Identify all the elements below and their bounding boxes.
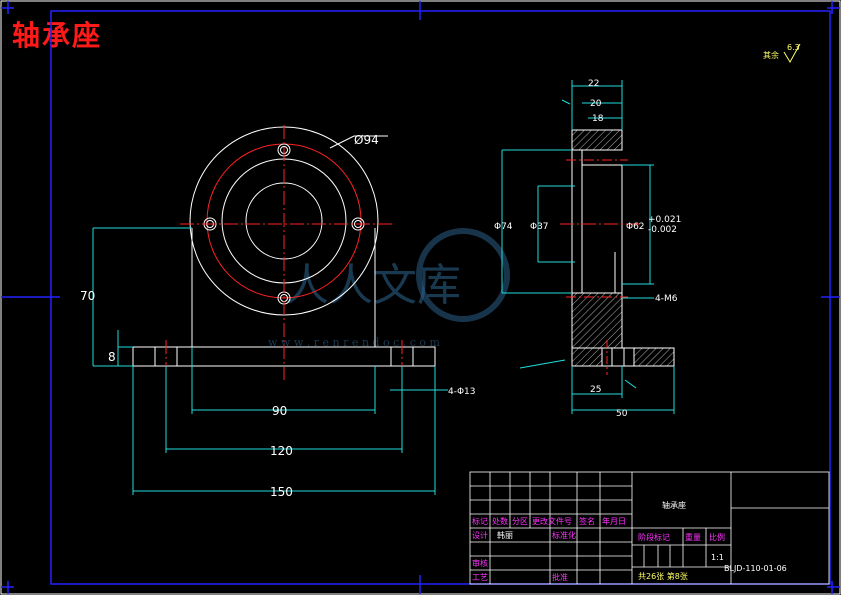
dim-tol-lower: -0.002 [648,225,677,235]
tb-design: 设计 [472,530,488,540]
dim-h8: 8 [108,350,116,364]
dim-w20: 20 [590,99,602,109]
roughness-label: 其余 [763,50,779,60]
dim-w150: 150 [270,485,293,499]
title-block-text: 轴承座 标记 处数 分区 更改文件号 签名 年月日 设计 韩丽 标准化 阶段标记… [472,500,787,582]
tb-review: 审核 [472,558,488,568]
title-block [469,471,830,585]
tb-part-name: 轴承座 [662,500,686,510]
tb-stage: 阶段标记 [638,532,670,542]
tb-standard: 标准化 [552,530,576,540]
dim-w25: 25 [590,385,601,395]
watermark-url: w w w . r e n r e n d o c . c o m [268,336,440,349]
tb-scale: 比例 [709,532,725,542]
tb-drawing-number: BLJD-110-01-06 [724,564,787,573]
tb-sheets: 共26张 第8张 [638,571,688,581]
dim-tol-upper: +0.021 [648,215,681,225]
front-view: Ø94 70 8 90 120 150 4-Φ13 [80,125,476,499]
dim-holes: 4-Φ13 [448,387,476,397]
dim-w90: 90 [272,404,287,418]
dim-d37: Φ37 [530,222,549,232]
dim-h70: 70 [80,289,95,303]
dim-w18: 18 [592,114,604,124]
drawing-title: 轴承座 [12,19,103,52]
dim-dia94: Ø94 [354,133,379,147]
side-view: 22 20 18 Φ74 Φ37 Φ62 +0.021 -0.002 4-M6 … [494,79,681,419]
tb-h-docno: 更改文件号 [532,516,572,526]
dim-w22: 22 [588,79,599,89]
dim-d62: Φ62 [626,222,645,232]
tb-h-mark: 标记 [472,516,488,526]
dim-w50: 50 [616,409,628,419]
roughness-symbol: 其余 6.3 [763,43,801,63]
dim-thread: 4-M6 [655,294,678,304]
tb-h-count: 处数 [492,516,508,526]
tb-h-sign: 签名 [579,516,595,526]
tb-h-zone: 分区 [512,517,528,526]
dim-d74: Φ74 [494,222,513,232]
tb-scale-value: 1:1 [711,553,724,562]
tb-designer: 韩丽 [497,530,513,540]
tb-process: 工艺 [472,573,488,582]
dim-w120: 120 [270,444,293,458]
watermark: 人人文库 w w w . r e n r e n d o c . c o m [268,228,510,349]
tb-approve: 批准 [552,572,568,582]
tb-weight: 重量 [685,532,701,542]
watermark-text: 人人文库 [285,260,461,311]
tb-h-date: 年月日 [602,516,626,526]
roughness-value: 6.3 [787,43,800,52]
